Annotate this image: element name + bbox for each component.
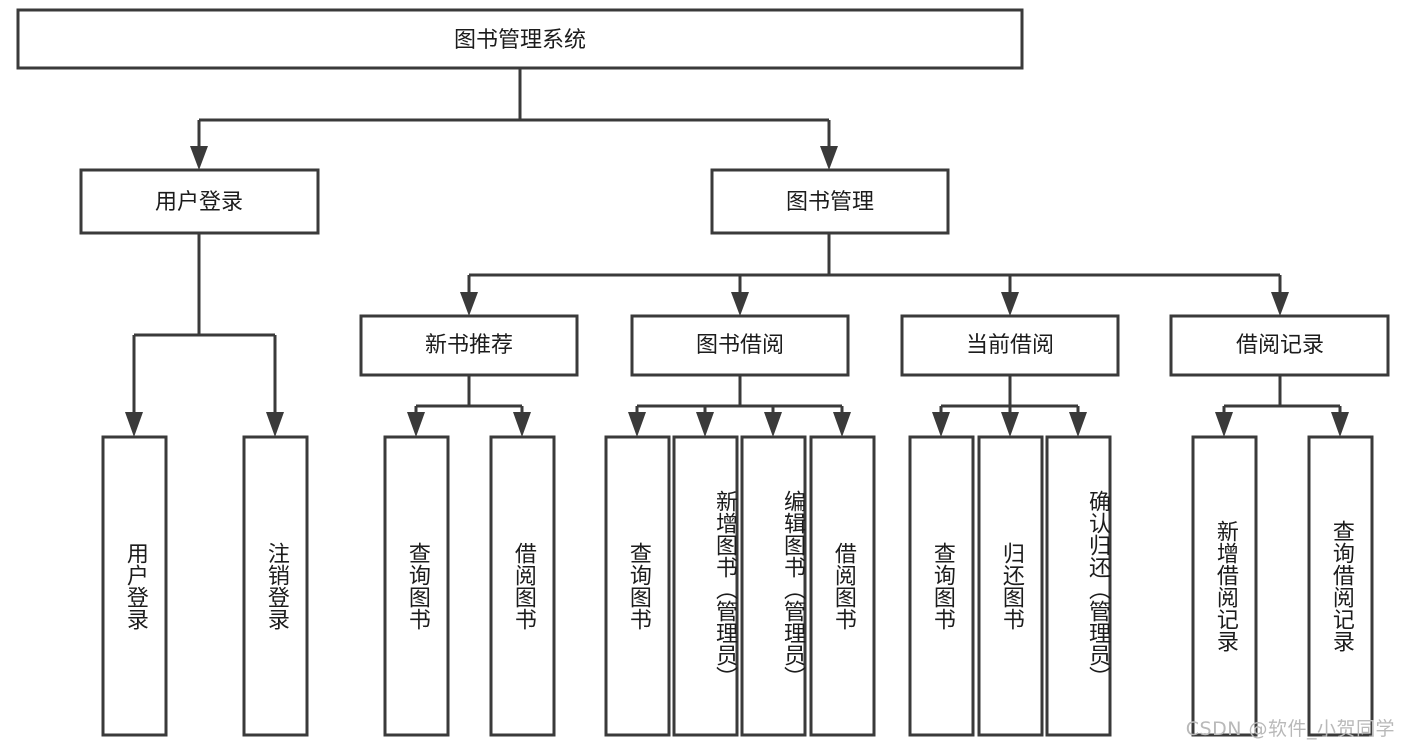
node-root[interactable]: 图书管理系统 [16, 8, 1024, 70]
leaf-box-user-login-0[interactable] [101, 435, 168, 737]
leaf-box-current-borrow-2[interactable] [1045, 435, 1112, 737]
leaf-box-current-borrow-1[interactable] [977, 435, 1044, 737]
leaf-box-book-borrow-3[interactable] [809, 435, 876, 737]
connector-root-to-level2 [190, 68, 838, 170]
leaf-box-current-borrow-0[interactable] [908, 435, 975, 737]
node-user-login[interactable]: 用户登录 [79, 168, 320, 235]
node-current-borrow[interactable]: 当前借阅 [900, 314, 1120, 377]
node-borrow-record-label: 借阅记录 [1236, 333, 1324, 358]
leaf-box-book-borrow-1[interactable] [672, 435, 739, 737]
node-current-borrow-label: 当前借阅 [966, 333, 1054, 358]
node-user-login-label: 用户登录 [155, 190, 243, 215]
connector-userlogin-to-leaves [125, 233, 284, 437]
connector-newbook-to-leaves [407, 375, 531, 437]
csdn-watermark: CSDN @软件_小贺同学 [1185, 718, 1395, 740]
node-book-borrow-label: 图书借阅 [696, 333, 784, 358]
leaf-box-borrow-record-1[interactable] [1307, 435, 1374, 737]
node-new-book-recommend[interactable]: 新书推荐 [359, 314, 579, 377]
node-book-management[interactable]: 图书管理 [710, 168, 950, 235]
leaf-box-book-borrow-0[interactable] [604, 435, 671, 737]
node-borrow-record[interactable]: 借阅记录 [1169, 314, 1390, 377]
node-book-management-label: 图书管理 [786, 190, 874, 215]
leaf-box-borrow-record-0[interactable] [1191, 435, 1258, 737]
connector-books-to-level3 [460, 233, 1289, 316]
leaf-box-new-book-0[interactable] [383, 435, 450, 737]
node-book-borrow[interactable]: 图书借阅 [630, 314, 850, 377]
connector-currentborrow-to-leaves [932, 375, 1087, 437]
node-root-label: 图书管理系统 [454, 28, 586, 53]
leaf-box-user-login-1[interactable] [242, 435, 309, 737]
connector-borrowrecord-to-leaves [1215, 375, 1349, 437]
connector-bookborrow-to-leaves [628, 375, 851, 437]
leaf-box-new-book-1[interactable] [489, 435, 556, 737]
node-new-book-recommend-label: 新书推荐 [425, 333, 513, 358]
leaf-box-book-borrow-2[interactable] [740, 435, 807, 737]
